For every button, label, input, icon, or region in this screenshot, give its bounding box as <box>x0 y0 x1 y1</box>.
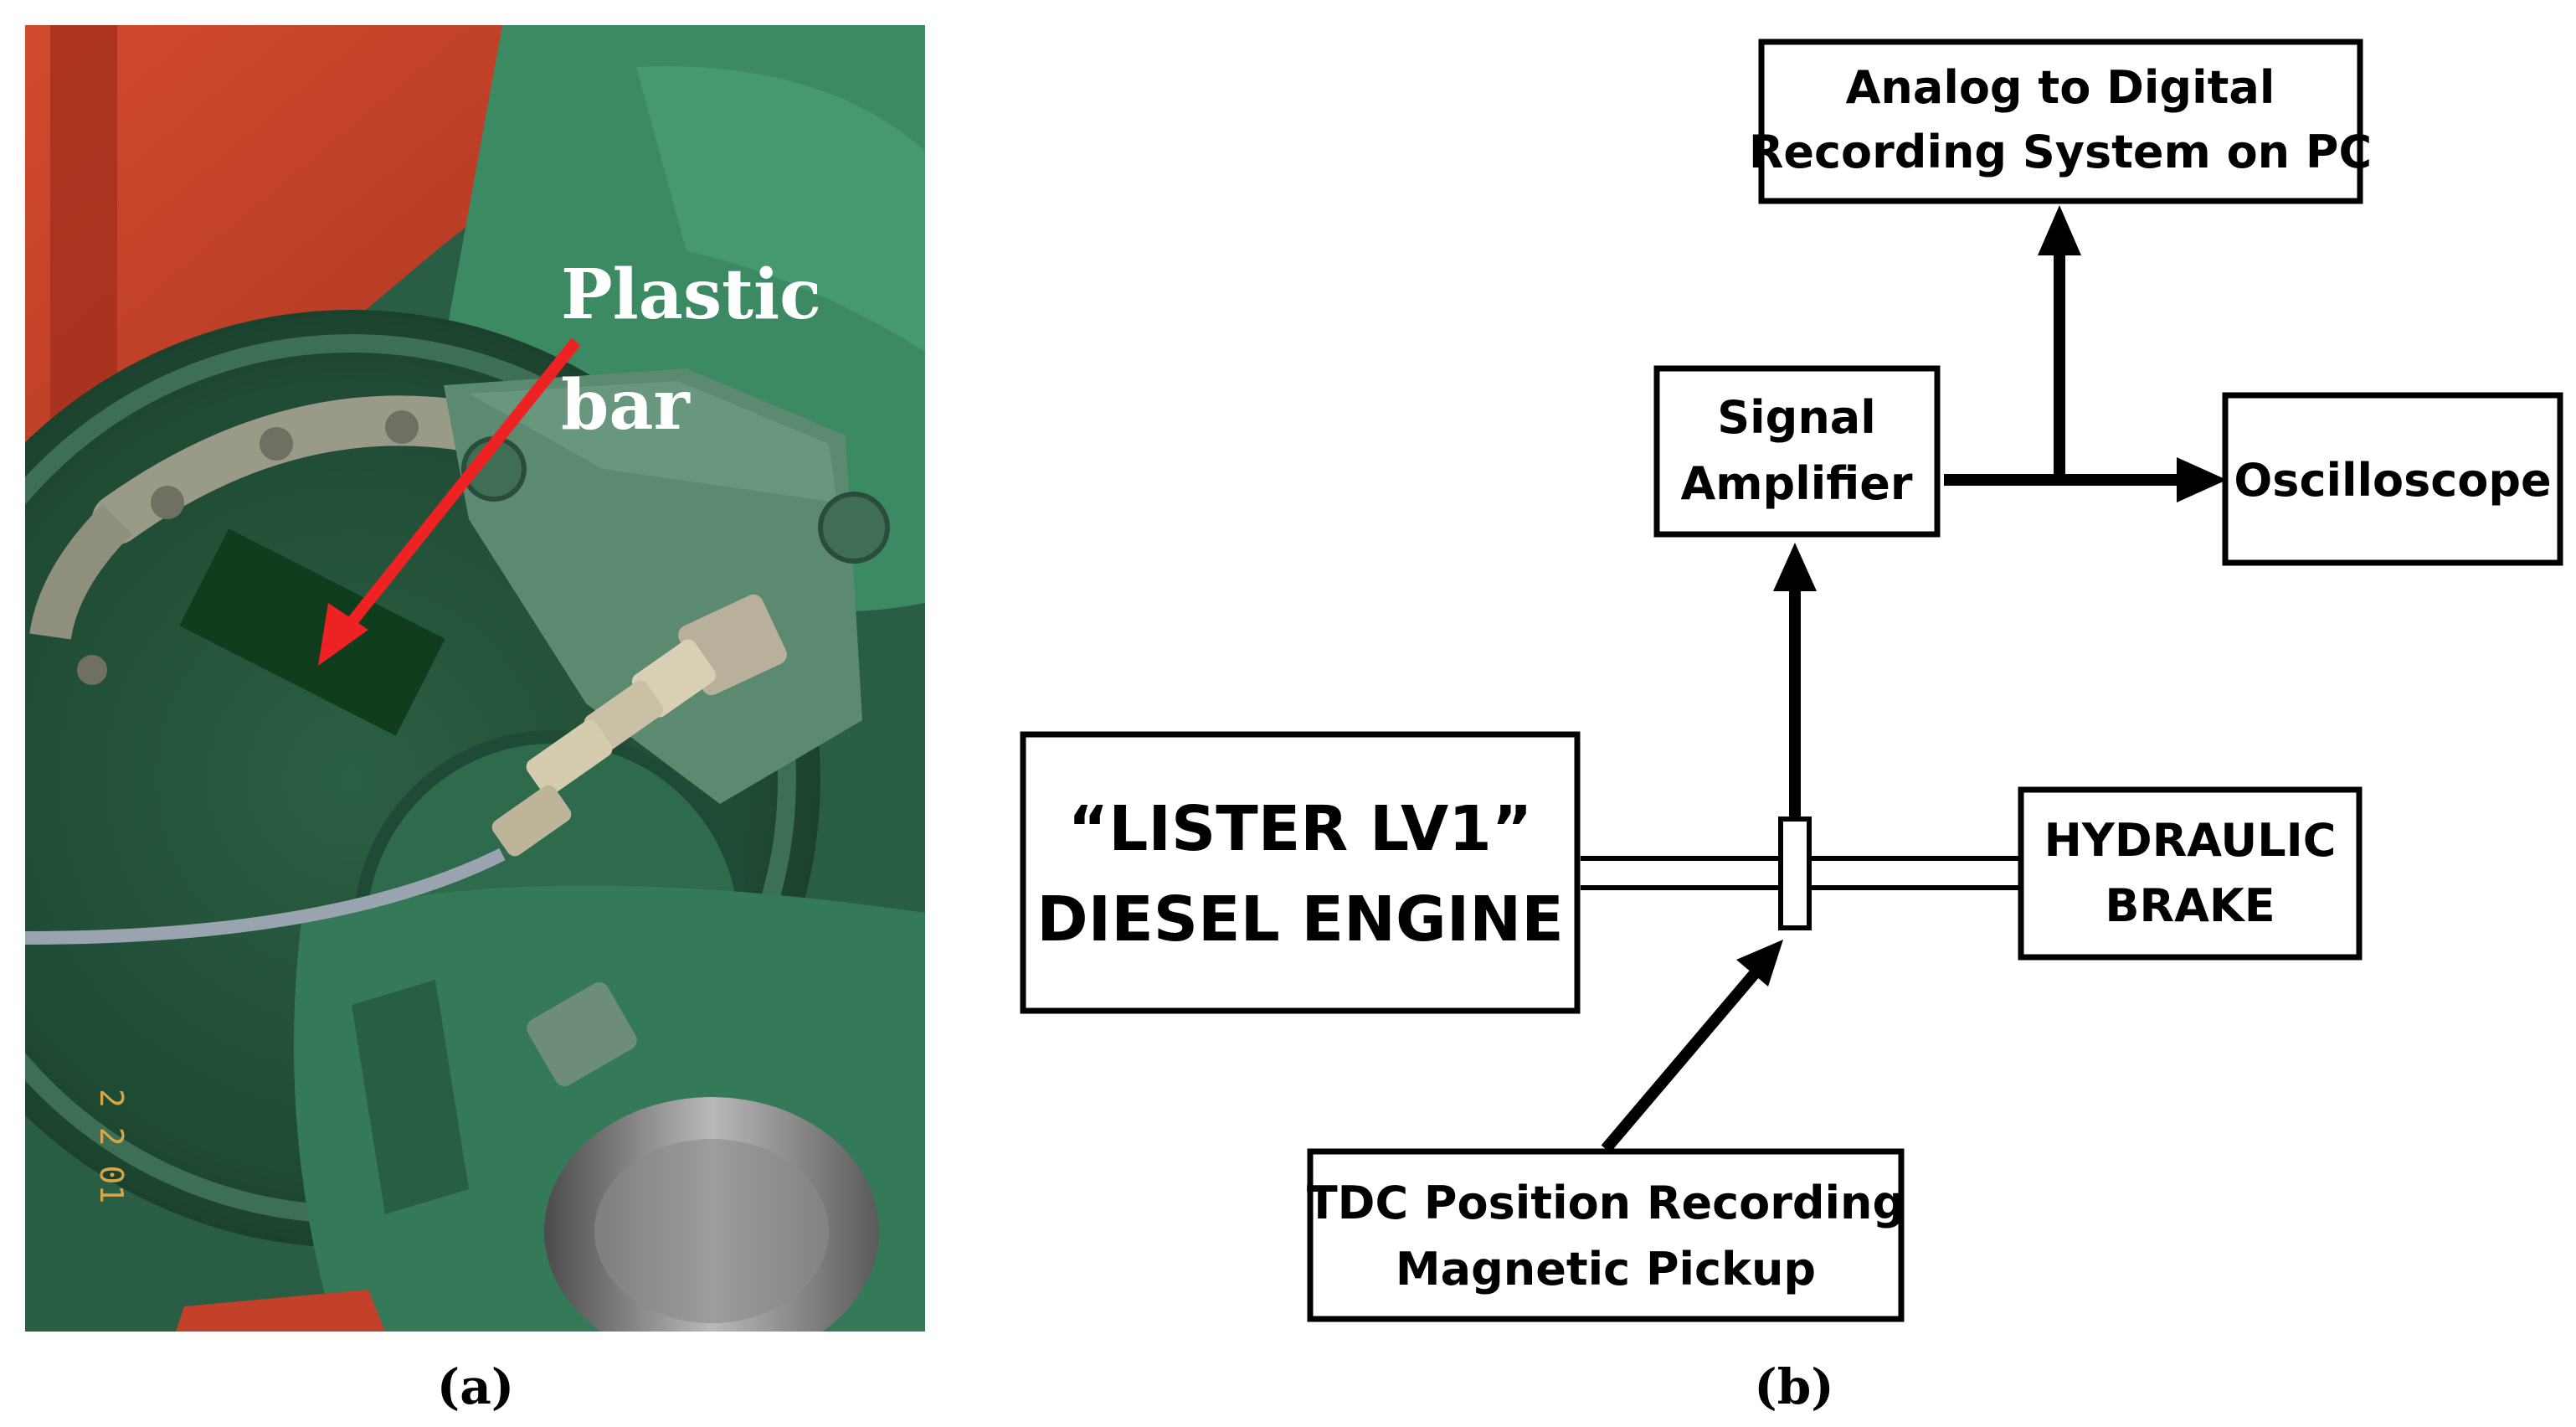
shaft-face <box>594 1139 829 1323</box>
plastic-label-line2: bar <box>561 365 691 446</box>
oscilloscope-box: Oscilloscope <box>2222 392 2563 566</box>
casing-rib <box>352 980 469 1214</box>
pickup-label-line1: TDC Position Recording <box>1307 1177 1905 1229</box>
oscilloscope-label: Oscilloscope <box>2234 454 2551 507</box>
pickup-to-disc-line <box>1601 967 1761 1153</box>
brake-label-line2: BRAKE <box>2105 879 2275 932</box>
engine-label-line1: “LISTER LV1” <box>1068 793 1533 865</box>
plastic-label-line1: Plastic <box>561 255 821 335</box>
ring-bolt <box>77 655 107 685</box>
junction-to-adc-arrowhead <box>2038 205 2081 255</box>
sensor-cable <box>25 847 506 945</box>
bracket-highlight <box>469 381 837 502</box>
ring-bolt <box>151 486 184 519</box>
lower-nut <box>527 981 637 1087</box>
bracket-bolt <box>818 492 890 564</box>
ring-bolt <box>260 427 293 461</box>
caption-a: (a) <box>437 1358 514 1415</box>
ring-bolt <box>385 410 419 444</box>
block-diagram: Analog to Digital Recording System on PC… <box>1020 39 2563 1322</box>
pickup-label-line2: Magnetic Pickup <box>1396 1243 1816 1296</box>
amplifier-box: Signal Amplifier <box>1653 365 1941 538</box>
brake-label-line1: HYDRAULIC <box>2044 814 2337 867</box>
casing-highlight <box>636 66 925 353</box>
photo-date-stamp: 2 2 01 <box>93 1089 130 1203</box>
adc-label-line1: Analog to Digital <box>1846 61 2275 114</box>
amplifier-to-oscilloscope-arrowhead <box>2177 457 2227 502</box>
pickup-to-disc-arrowhead <box>1736 940 1783 987</box>
disc-to-amplifier-arrowhead <box>1773 543 1817 591</box>
annotation-arrowhead-red <box>318 603 368 666</box>
amplifier-label-line1: Signal <box>1717 391 1875 444</box>
annotation-arrow-red <box>337 337 581 639</box>
metal-ring-left <box>29 504 132 641</box>
pickup-disc <box>1778 817 1812 930</box>
pickup-fitting <box>491 594 787 857</box>
adc-label-line2: Recording System on PC <box>1749 126 2372 178</box>
pickup-box: TDC Position Recording Magnetic Pickup <box>1307 1148 1905 1322</box>
engine-photo: 2 2 01 <box>25 25 925 1332</box>
brake-box: HYDRAULIC BRAKE <box>2018 786 2363 961</box>
caption-b: (b) <box>1754 1358 1833 1415</box>
engine-label-line2: DIESEL ENGINE <box>1036 884 1564 956</box>
engine-box: “LISTER LV1” DIESEL ENGINE <box>1020 731 1581 1014</box>
red-clamp <box>176 1290 385 1332</box>
plastic-bar <box>179 528 445 736</box>
amplifier-label-line2: Amplifier <box>1680 457 1912 510</box>
adc-box: Analog to Digital Recording System on PC <box>1749 39 2372 204</box>
